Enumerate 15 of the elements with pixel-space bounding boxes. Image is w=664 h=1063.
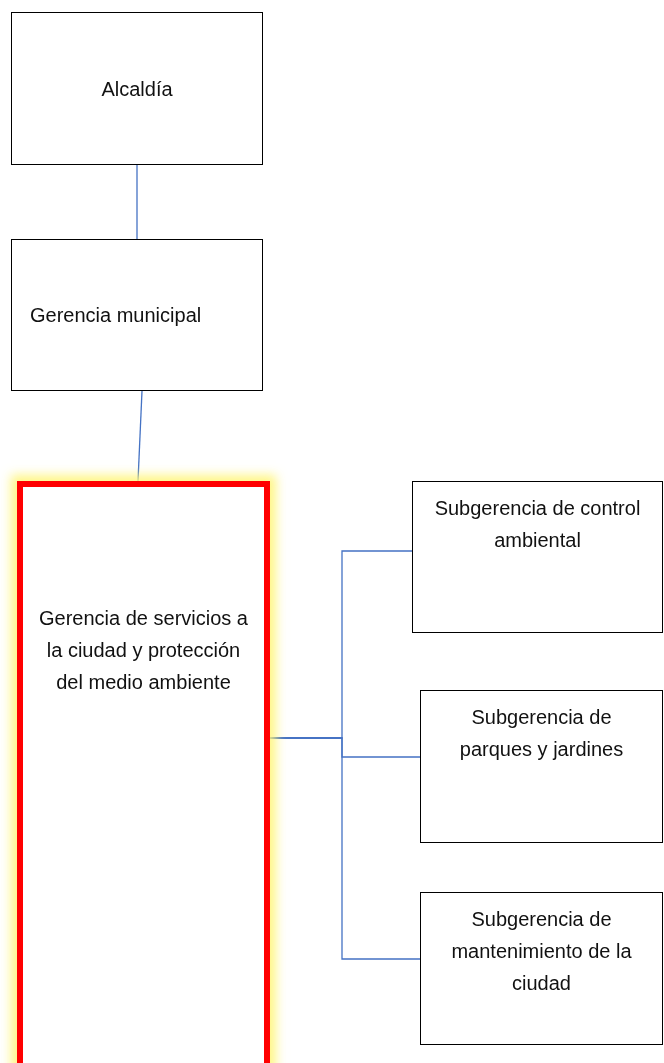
connector-line <box>137 390 143 482</box>
connector-line <box>136 164 138 240</box>
highlighted-box <box>17 481 270 1063</box>
box-label: Subgerencia de mantenimiento de la ciudad <box>450 907 633 996</box>
connector-line <box>269 737 421 960</box>
box-label: Alcaldía <box>100 76 174 102</box>
org-box <box>420 690 663 843</box>
box-label: Subgerencia de control ambiental <box>433 496 642 553</box>
box-label: Subgerencia de parques y jardines <box>458 705 625 762</box>
org-box <box>420 892 663 1045</box>
org-box <box>11 12 263 165</box>
org-box <box>412 481 663 633</box>
box-label: Gerencia municipal <box>30 303 203 328</box>
org-box <box>11 239 263 391</box>
box-label: Gerencia de servicios a la ciudad y protección del medio ambiente <box>39 606 248 695</box>
